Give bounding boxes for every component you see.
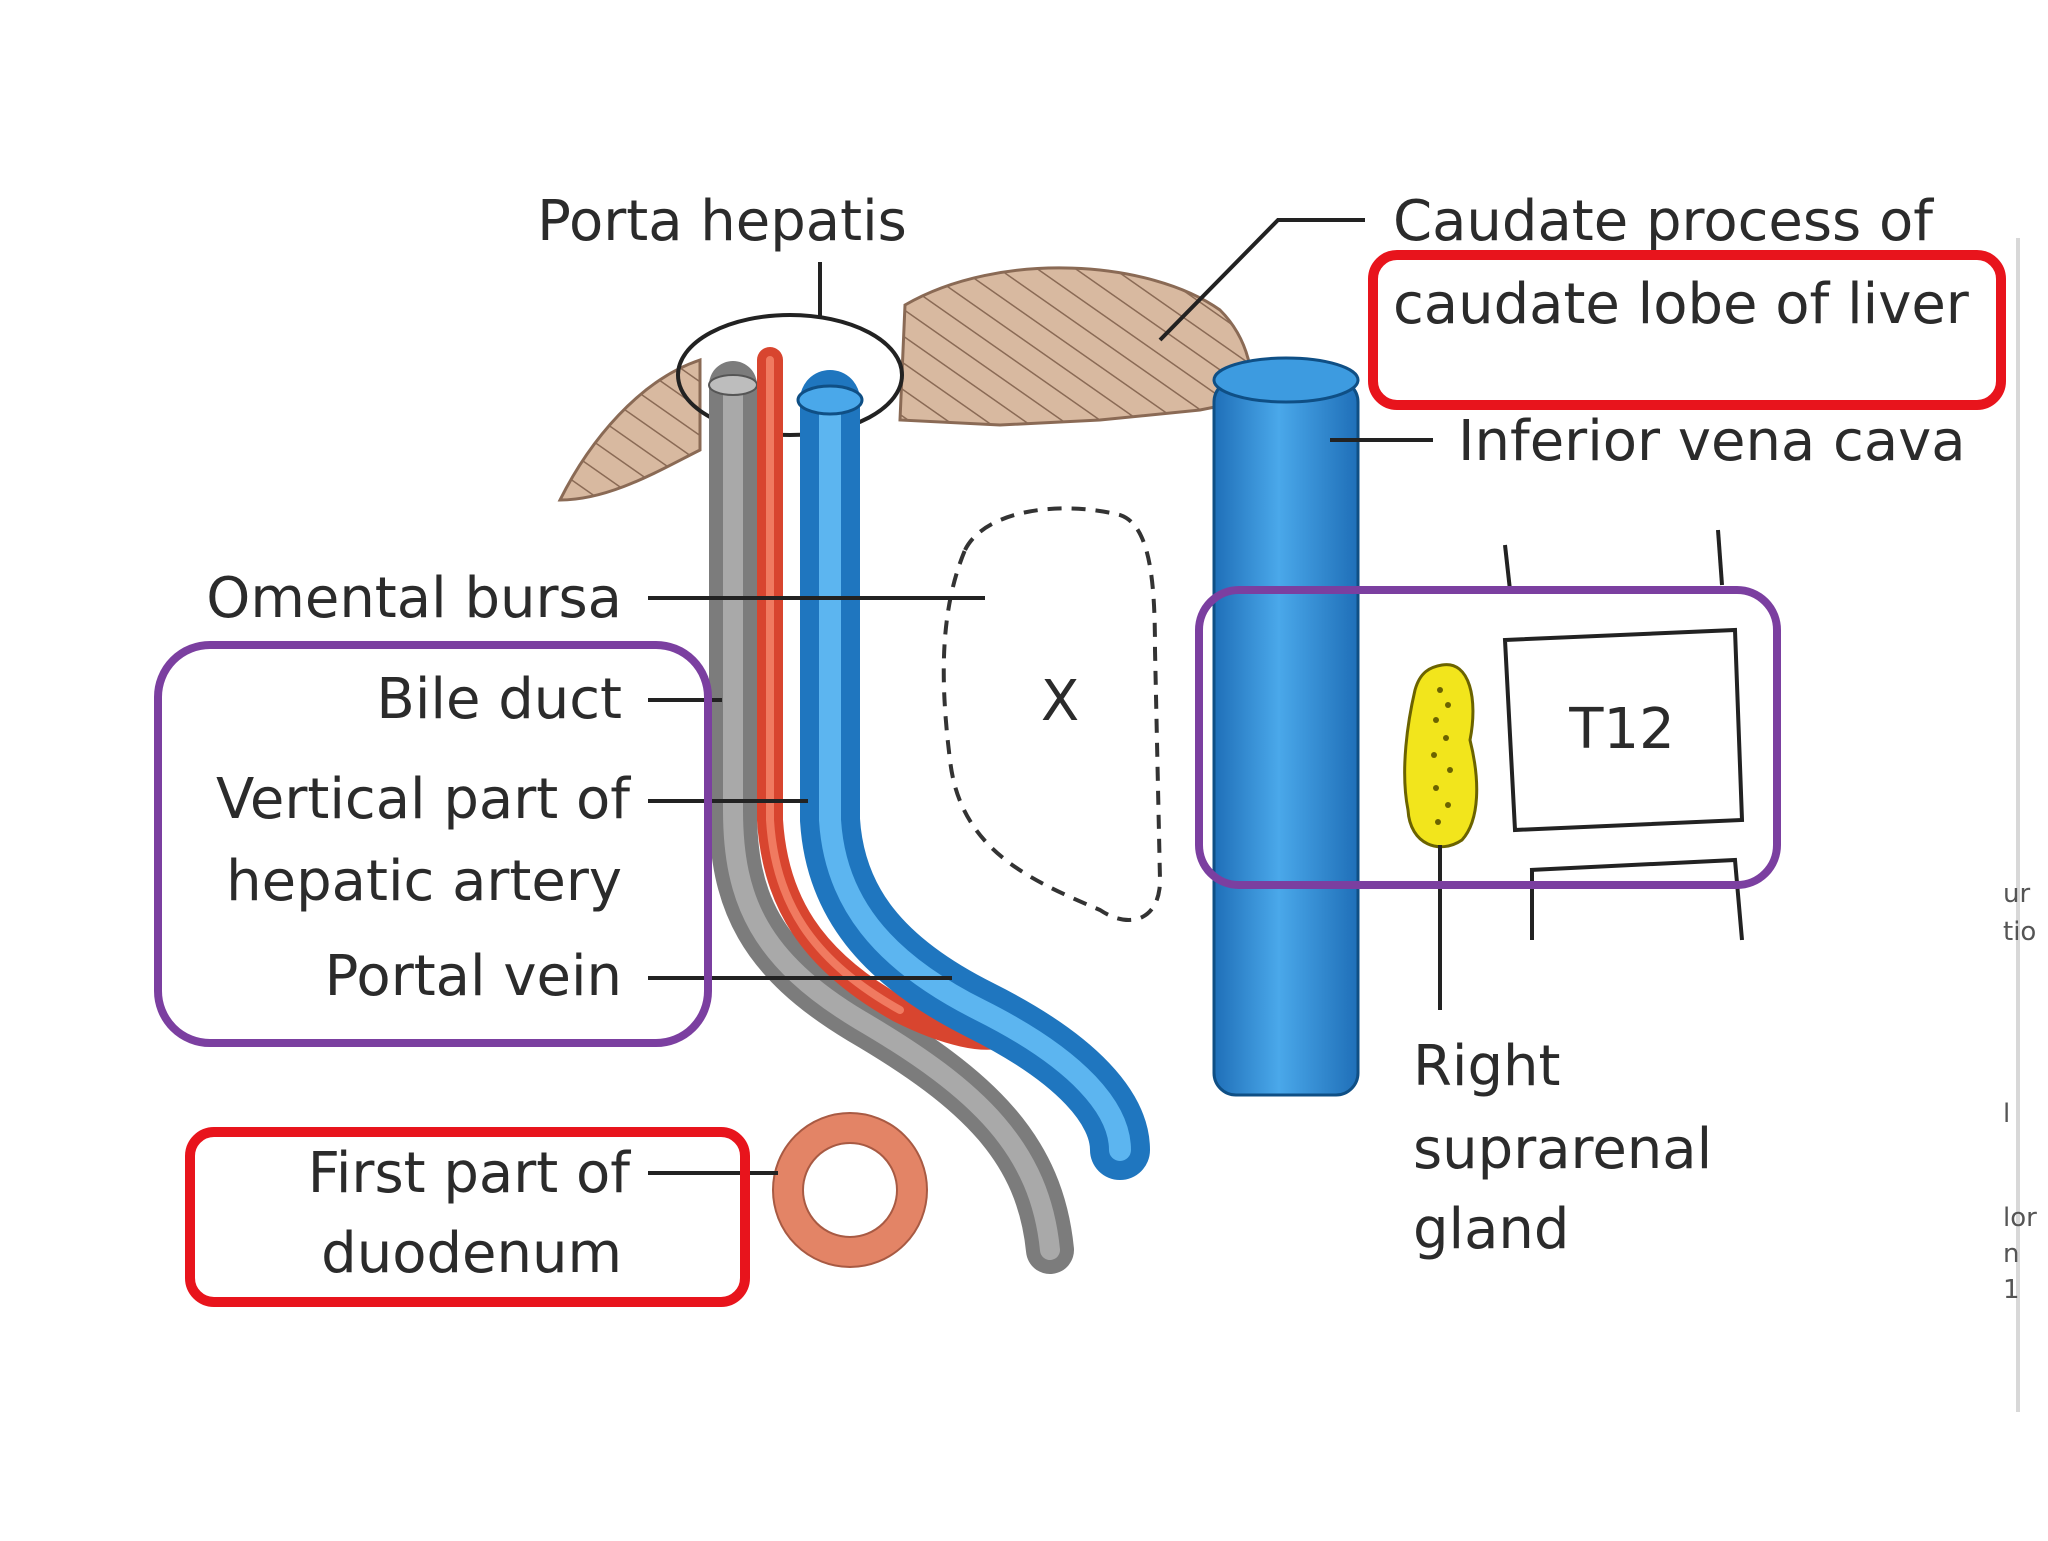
label-hepatic-artery-line1: Vertical part of (216, 767, 631, 832)
highlight-box-portal-triad (154, 641, 712, 1047)
label-suprarenal-line1: Right (1413, 1034, 1560, 1099)
edge-fragment: lor (2003, 1203, 2037, 1233)
foramen-mark: X (1041, 669, 1079, 734)
edge-fragment: tio (2003, 917, 2036, 947)
highlight-box-ivc-t12 (1195, 586, 1781, 889)
caudate-lobe (898, 266, 1254, 427)
bile-duct-highlight (723, 375, 1060, 1260)
duodenum-ring (773, 1113, 927, 1267)
liver-left-lobe (557, 357, 702, 502)
right-suprarenal-gland (1403, 663, 1479, 849)
bile-duct-end (708, 374, 758, 396)
label-suprarenal-line3: gland (1413, 1197, 1569, 1262)
highlight-box-duodenum (185, 1127, 750, 1307)
edge-fragment: l (2003, 1099, 2010, 1129)
inferior-vena-cava-top (1212, 356, 1360, 404)
label-caudate-line1: Caudate process of (1393, 189, 1934, 254)
vertebra-lower (1529, 857, 1744, 941)
duodenum-ring-outline-outer (772, 1112, 928, 1268)
vertebra-upper-edge-right (1716, 529, 1724, 586)
highlight-box-caudate (1368, 250, 2006, 410)
label-omental-bursa: Omental bursa (206, 566, 622, 631)
vertebra-upper-edge-left (1503, 544, 1512, 591)
hepatic-artery-highlight (766, 356, 904, 1014)
suprarenal-texture (1431, 687, 1453, 825)
inferior-vena-cava (1212, 378, 1360, 1097)
duodenum-ring-outline-inner (802, 1142, 898, 1238)
portal-vein-highlight (819, 389, 1131, 1161)
label-porta-hepatis: Porta hepatis (537, 189, 907, 254)
label-bile-duct: Bile duct (376, 667, 622, 732)
label-duodenum-line2: duodenum (321, 1221, 622, 1286)
caudate-leader (1158, 218, 1365, 342)
porta-hepatis-ring (676, 313, 904, 437)
vertebra-t12 (1502, 627, 1745, 833)
label-duodenum-line1: First part of (308, 1141, 632, 1206)
edge-fragment: n (2003, 1239, 2019, 1269)
edge-fragment: ur (2003, 879, 2030, 909)
label-hepatic-artery-line2: hepatic artery (226, 849, 622, 914)
vertebra-label: T12 (1568, 697, 1674, 762)
epiploic-foramen-outline (941, 506, 1163, 922)
label-suprarenal-line2: suprarenal (1413, 1117, 1712, 1182)
label-portal-vein: Portal vein (325, 944, 622, 1009)
label-ivc: Inferior vena cava (1458, 409, 1966, 474)
edge-fragment: 1 (2003, 1275, 2020, 1305)
label-caudate-line2: caudate lobe of liver (1393, 272, 1970, 337)
portal-vein-end (796, 384, 864, 416)
